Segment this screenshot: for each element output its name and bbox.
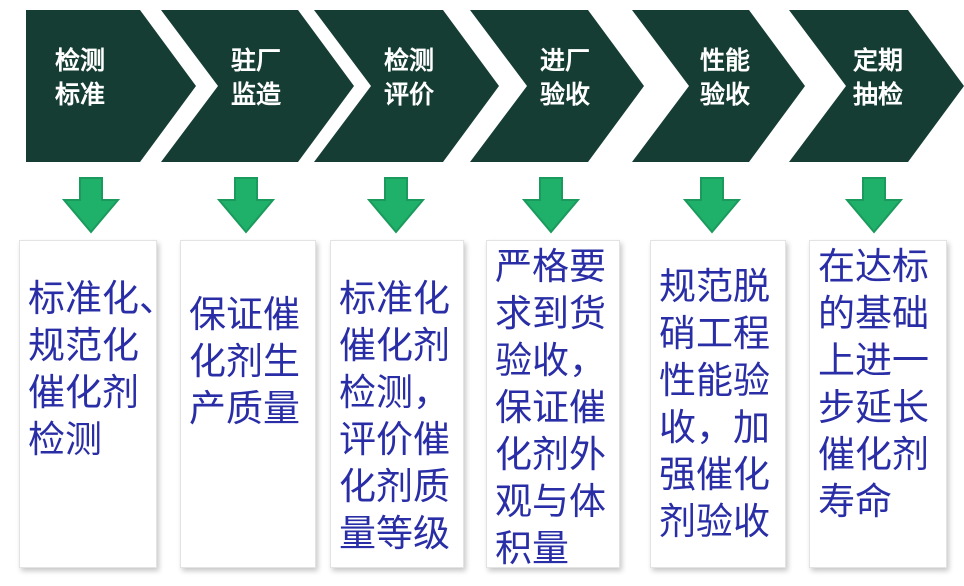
description-box-1: 标准化、 规范化 催化剂 检测 bbox=[19, 240, 176, 568]
down-arrow-icon bbox=[62, 177, 120, 234]
step-label-4-line-2: 验收 bbox=[539, 80, 590, 109]
description-box-4: 严格要 求到货 验收， 保证催 化剂外 观与体 积量 bbox=[486, 240, 620, 570]
description-text-5: 规范脱 硝工程 性能验 收，加 强催化 剂验收 bbox=[659, 265, 770, 543]
down-arrow-icon bbox=[522, 177, 580, 234]
step-label-6-line-1: 定期 bbox=[852, 46, 903, 75]
step-label-5: 性能 验收 bbox=[685, 44, 765, 112]
down-arrow-icon bbox=[367, 177, 425, 234]
step-label-5-line-2: 验收 bbox=[699, 80, 750, 109]
step-label-3: 检测 评价 bbox=[369, 44, 449, 112]
step-label-1-line-2: 标准 bbox=[54, 80, 105, 109]
description-box-2: 保证催 化剂生 产质量 bbox=[180, 240, 316, 568]
down-arrow-icon bbox=[845, 177, 903, 234]
step-label-1-line-1: 检测 bbox=[54, 46, 105, 75]
step-label-2-line-2: 监造 bbox=[230, 80, 281, 109]
description-text-2: 保证催 化剂生 产质量 bbox=[189, 293, 300, 430]
description-text-4: 严格要 求到货 验收， 保证催 化剂外 观与体 积量 bbox=[495, 245, 606, 570]
step-label-5-line-1: 性能 bbox=[699, 46, 750, 75]
description-box-5: 规范脱 硝工程 性能验 收，加 强催化 剂验收 bbox=[650, 240, 786, 568]
step-label-4-line-1: 进厂 bbox=[539, 46, 590, 75]
step-chevron-4 bbox=[470, 10, 644, 162]
description-text-6: 在达标 的基础 上进一 步延长 催化剂 寿命 bbox=[818, 245, 929, 523]
description-text-3: 标准化 催化剂 检测， 评价催 化剂质 量等级 bbox=[339, 277, 450, 555]
step-label-6-line-2: 抽检 bbox=[852, 80, 903, 109]
description-box-3: 标准化 催化剂 检测， 评价催 化剂质 量等级 bbox=[330, 240, 464, 568]
description-text-1: 标准化、 规范化 催化剂 检测 bbox=[28, 277, 176, 461]
step-label-2: 驻厂 监造 bbox=[216, 44, 296, 112]
down-arrow-icon bbox=[217, 177, 275, 234]
step-chevron-3 bbox=[314, 10, 499, 162]
step-chevron-6 bbox=[789, 10, 964, 162]
step-chevron-2 bbox=[161, 10, 354, 162]
step-chevron-1 bbox=[26, 10, 196, 162]
step-label-6: 定期 抽检 bbox=[838, 44, 918, 112]
step-label-2-line-1: 驻厂 bbox=[230, 46, 281, 75]
down-arrow-icon bbox=[683, 177, 741, 234]
step-chevron-5 bbox=[632, 10, 805, 162]
description-box-6: 在达标 的基础 上进一 步延长 催化剂 寿命 bbox=[809, 240, 947, 568]
step-label-1: 检测 标准 bbox=[40, 44, 120, 112]
step-label-3-line-2: 评价 bbox=[383, 80, 434, 109]
step-label-4: 进厂 验收 bbox=[525, 44, 605, 112]
step-label-3-line-1: 检测 bbox=[383, 46, 434, 75]
